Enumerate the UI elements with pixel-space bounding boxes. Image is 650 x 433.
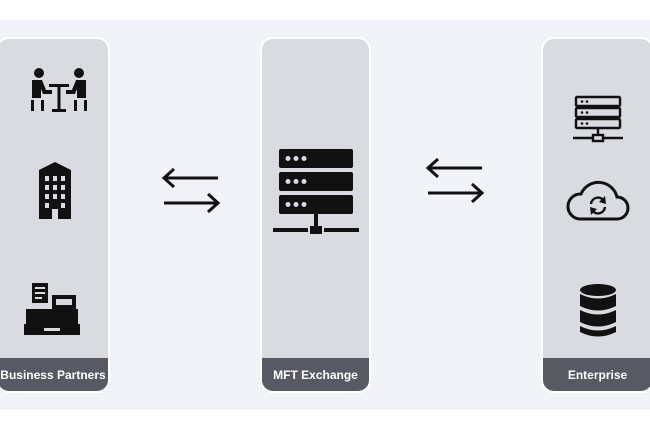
cash-register-icon: [24, 283, 80, 335]
server-rack-icon: [273, 149, 359, 234]
office-building-icon: [39, 162, 71, 219]
business-partners-panel: Business Partners: [0, 37, 110, 393]
meeting-icon: [31, 68, 87, 112]
mft-exchange-label: MFT Exchange: [262, 358, 369, 391]
enterprise-label: Enterprise: [543, 358, 650, 391]
enterprise-panel: Enterprise: [541, 37, 650, 393]
bidirectional-arrows-icon: [425, 158, 485, 204]
mft-exchange-panel: MFT Exchange: [260, 37, 371, 393]
cloud-sync-icon: [566, 180, 630, 221]
bidirectional-arrows-icon: [161, 168, 221, 214]
business-partners-label: Business Partners: [0, 358, 108, 391]
database-icon: [580, 284, 616, 337]
network-server-icon: [573, 95, 623, 143]
